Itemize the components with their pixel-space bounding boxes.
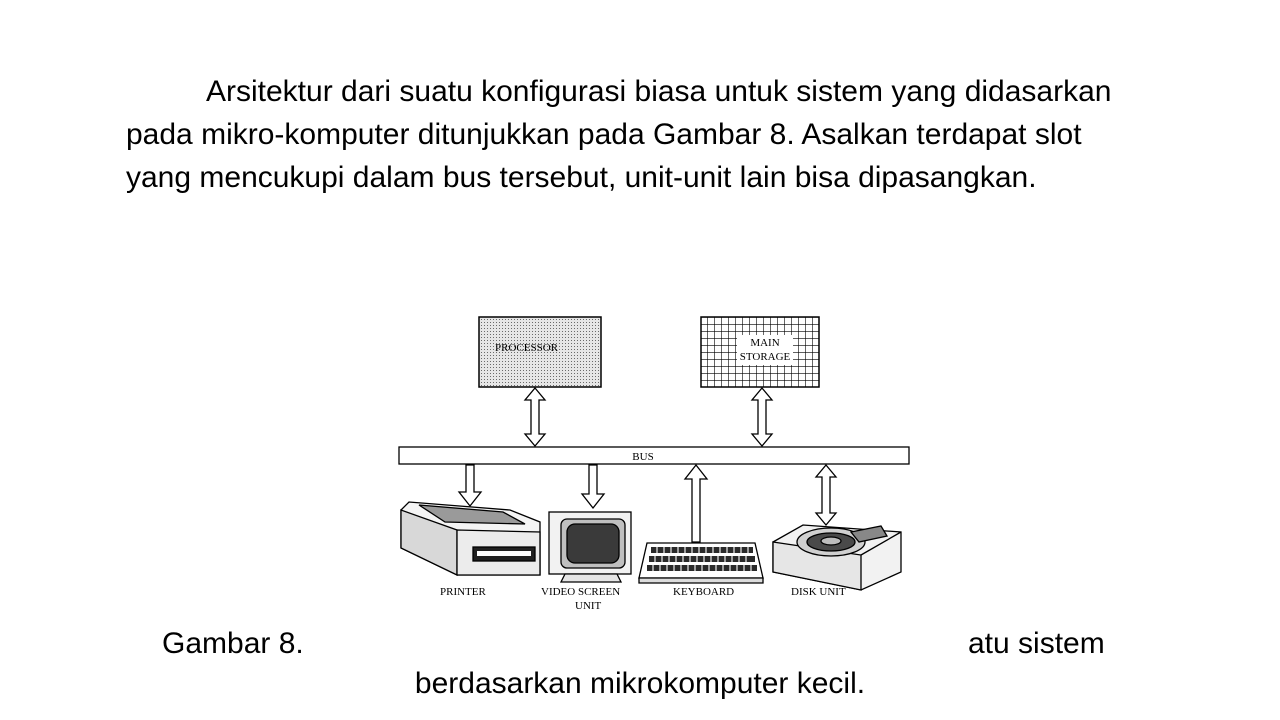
video-screen-device bbox=[548, 511, 632, 583]
video-label-line-2: UNIT bbox=[575, 600, 602, 612]
paragraph-line-3: yang mencukupi dalam bus tersebut, unit-… bbox=[126, 161, 1037, 194]
main-storage-box: MAIN STORAGE bbox=[700, 316, 820, 388]
video-label-line-1: VIDEO SCREEN bbox=[541, 586, 620, 598]
disk-unit-device bbox=[772, 524, 902, 591]
architecture-figure: PROCESSOR MAIN STORAGE BUS bbox=[398, 316, 910, 612]
paragraph-line-1: Arsitektur dari suatu konfigurasi biasa … bbox=[206, 75, 1112, 108]
caption-fragment: atu sistem bbox=[968, 627, 1105, 660]
caption-line-2: berdasarkan mikrokomputer kecil. bbox=[414, 667, 866, 700]
storage-label-line-1: MAIN bbox=[750, 337, 779, 349]
disk-arrow bbox=[814, 463, 838, 527]
printer-arrow bbox=[457, 464, 483, 508]
processor-label: PROCESSOR bbox=[495, 342, 559, 354]
bus-label: BUS bbox=[632, 451, 653, 463]
keyboard-device bbox=[638, 542, 764, 584]
processor-box: PROCESSOR bbox=[478, 316, 602, 388]
paragraph-line-2: pada mikro-komputer ditunjukkan pada Gam… bbox=[126, 118, 1082, 151]
body-paragraph: Arsitektur dari suatu konfigurasi biasa … bbox=[126, 70, 1206, 199]
storage-label-line-2: STORAGE bbox=[740, 351, 791, 363]
caption-figure-number: Gambar 8. bbox=[162, 627, 304, 660]
bus-bar: BUS bbox=[398, 446, 910, 465]
video-arrow bbox=[580, 464, 606, 510]
printer-device bbox=[400, 501, 541, 577]
storage-bus-arrow bbox=[750, 386, 774, 448]
processor-bus-arrow bbox=[523, 386, 547, 448]
keyboard-label: KEYBOARD bbox=[673, 586, 734, 598]
keyboard-arrow bbox=[683, 463, 709, 543]
disk-label: DISK UNIT bbox=[791, 586, 846, 598]
printer-label: PRINTER bbox=[440, 586, 487, 598]
